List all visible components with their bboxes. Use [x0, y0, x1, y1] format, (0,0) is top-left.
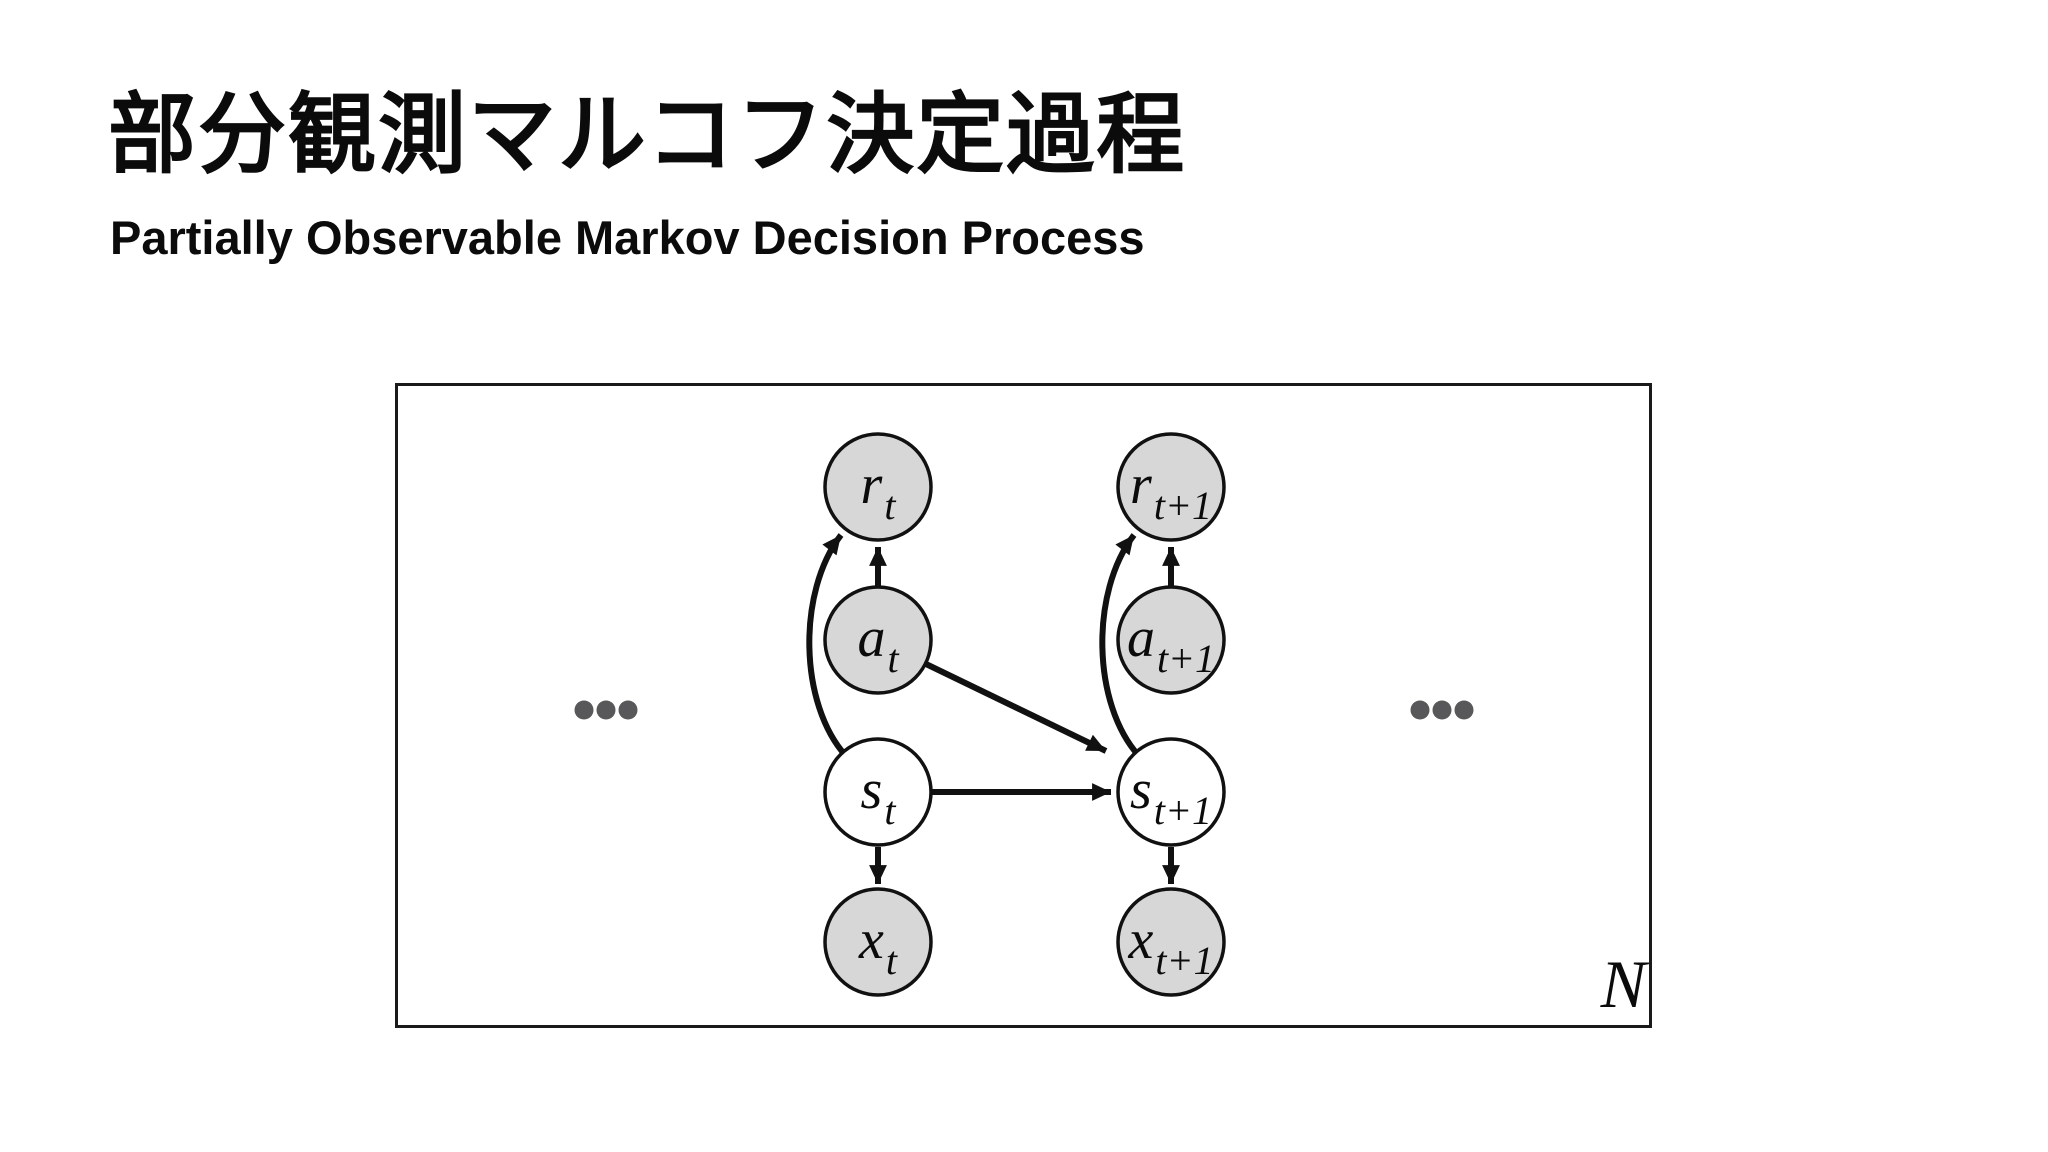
node-s-t: st: [823, 737, 933, 847]
node-a-t-circle: [823, 585, 933, 695]
plate-count-label: N: [1600, 946, 1650, 1022]
node-s-t1: st+1: [1116, 737, 1226, 847]
edge-at-to-st1: [924, 661, 1108, 754]
node-a-t: at: [823, 585, 933, 695]
node-x-t1-label: xt+1: [1128, 909, 1214, 983]
ellipsis-right-icon: [1410, 700, 1474, 720]
node-r-t1: rt+1: [1116, 432, 1226, 542]
node-s-t1-circle: [1116, 737, 1226, 847]
dot: [1454, 700, 1474, 720]
node-a-t1-circle: [1116, 585, 1226, 695]
node-x-t1: xt+1: [1116, 887, 1226, 997]
node-a-t-label: at: [857, 607, 899, 681]
node-s-t-label: st: [861, 759, 897, 833]
node-a-t1-label: at+1: [1127, 607, 1215, 681]
node-s-t-circle: [823, 737, 933, 847]
node-x-t1-circle: [1116, 887, 1226, 997]
dot: [596, 700, 616, 720]
node-s-t1-label: st+1: [1130, 759, 1212, 833]
dot: [574, 700, 594, 720]
edge-st1-to-rt1: [1099, 533, 1142, 759]
dot: [1410, 700, 1430, 720]
page-subtitle: Partially Observable Markov Decision Pro…: [110, 211, 1145, 264]
node-x-t: xt: [823, 887, 933, 997]
node-r-t1-circle: [1116, 432, 1226, 542]
dot: [1432, 700, 1452, 720]
node-x-t-label: xt: [858, 909, 898, 983]
node-a-t1: at+1: [1116, 585, 1226, 695]
edge-st-to-rt: [806, 533, 849, 759]
node-x-t-circle: [823, 887, 933, 997]
ellipsis-left-icon: [574, 700, 638, 720]
node-r-t-label: rt: [861, 454, 897, 528]
page-title: 部分観測マルコフ決定過程: [108, 85, 1187, 184]
node-r-t: rt: [823, 432, 933, 542]
node-r-t1-label: rt+1: [1130, 454, 1212, 528]
node-r-t-circle: [823, 432, 933, 542]
dot: [618, 700, 638, 720]
